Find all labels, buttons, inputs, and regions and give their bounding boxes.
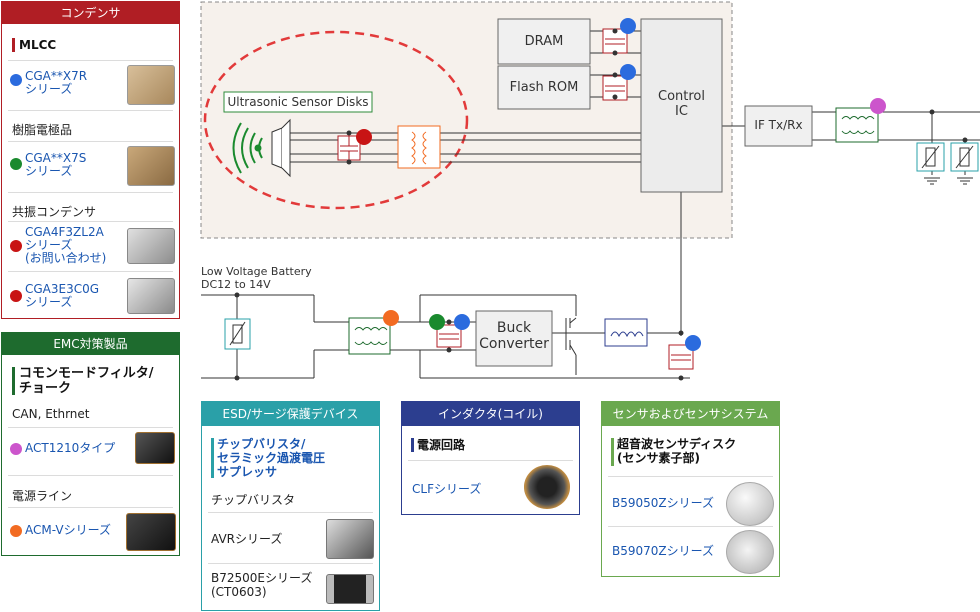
junction-dots: [234, 28, 968, 381]
acm-v-image: [126, 513, 176, 551]
dram-box: [497, 18, 591, 65]
varistor-symbol-bus-1: [916, 142, 945, 172]
sensor-heading-bar: [611, 438, 614, 466]
resonant-cap-heading: 共振コンデンサ: [12, 205, 97, 219]
marker-green-power: [429, 314, 445, 330]
b59070z-link[interactable]: B59070Zシリーズ: [612, 544, 715, 558]
capacitor-panel: コンデンサ MLCC CGA**X7R シリーズ 樹脂電極品 CGA**X7S …: [1, 1, 180, 319]
inductor-symbol: [604, 318, 648, 347]
c0g-chip-image-1: [127, 228, 175, 264]
marker-red-sensor: [356, 129, 372, 145]
clf-series-link[interactable]: CLFシリーズ: [412, 482, 482, 496]
magenta-dot-icon: [10, 443, 22, 455]
emc-heading-bar: [12, 367, 15, 395]
mlcc-chip-image: [127, 65, 175, 105]
esd-heading-bar: [211, 438, 214, 478]
if-txrx-label: IF Tx/Rx: [754, 118, 803, 132]
cga-x7s-link[interactable]: CGA**X7S シリーズ: [25, 151, 87, 178]
sensor-heading: 超音波センサディスク (センサ素子部): [617, 437, 737, 465]
avr-series-link[interactable]: AVRシリーズ: [211, 532, 283, 546]
flash-rom-label: Flash ROM: [509, 80, 579, 95]
buck-converter-box: [475, 310, 553, 367]
resin-electrode-heading: 樹脂電極品: [12, 123, 73, 137]
esd-panel: ESD/サージ保護デバイス チップバリスタ/ セラミック過渡電圧 サプレッサ チ…: [201, 401, 380, 611]
sensor-disks-label: Ultrasonic Sensor Disks: [227, 95, 369, 109]
c0g-chip-image-2: [127, 278, 175, 314]
emc-panel-title: EMC対策製品: [2, 333, 179, 355]
red-dot-icon: [10, 240, 22, 252]
esd-panel-title: ESD/サージ保護デバイス: [202, 402, 379, 426]
dram-label: DRAM: [524, 34, 564, 49]
emc-panel: EMC対策製品 コモンモードフィルタ/ チョーク CAN, Ethrnet AC…: [1, 332, 180, 556]
blue-dot-icon: [10, 74, 22, 86]
sensor-panel: センサおよびセンサシステム 超音波センサディスク (センサ素子部) B59050…: [601, 401, 780, 577]
marker-blue-flash: [620, 64, 636, 80]
sensor-panel-title: センサおよびセンサシステム: [602, 402, 779, 426]
b59050z-link[interactable]: B59050Zシリーズ: [612, 496, 715, 510]
varistor-symbol-bus-2: [950, 142, 979, 172]
battery-label: Low Voltage Battery DC12 to 14V: [201, 265, 312, 291]
marker-magenta-if: [870, 98, 886, 114]
cga3e3c0g-link[interactable]: CGA3E3C0G シリーズ: [25, 282, 100, 309]
b59070z-image: [726, 530, 774, 574]
varistor-symbol-battery: [224, 318, 251, 350]
ground-symbols: [924, 177, 973, 185]
buck-switch-symbol: [565, 317, 577, 356]
green-dot-icon: [10, 158, 22, 170]
control-ic-box: [640, 18, 723, 193]
acm-v-link[interactable]: ACM-Vシリーズ: [25, 523, 111, 537]
b72500e-link[interactable]: B72500Eシリーズ (CT0603): [211, 571, 313, 599]
emc-heading: コモンモードフィルタ/ チョーク: [19, 366, 154, 396]
chip-varistor-label: チップバリスタ: [211, 493, 296, 507]
marker-blue-power-right: [685, 335, 701, 351]
clf-image: [524, 465, 570, 509]
inductor-panel: インダクタ(コイル) 電源回路 CLFシリーズ: [401, 401, 580, 515]
common-mode-choke-if: [835, 107, 879, 143]
inductor-heading: 電源回路: [417, 438, 466, 452]
resin-chip-image: [127, 146, 175, 186]
act1210-link[interactable]: ACT1210タイプ: [25, 441, 116, 455]
inductor-panel-title: インダクタ(コイル): [402, 402, 579, 426]
transformer-symbol: [397, 125, 441, 169]
capacitor-panel-title: コンデンサ: [2, 2, 179, 24]
b59050z-image: [726, 482, 774, 526]
inductor-heading-bar: [411, 438, 414, 452]
sensor-emitter-dot: [254, 144, 262, 152]
flash-rom-box: [497, 65, 591, 110]
control-ic-label: Control IC: [658, 89, 705, 119]
marker-blue-power-left: [454, 314, 470, 330]
avr-image: [326, 519, 374, 559]
orange-dot-icon: [10, 525, 22, 537]
red-dot-icon: [10, 290, 22, 302]
power-line-label: 電源ライン: [12, 489, 73, 503]
sensor-disks-label-box: [223, 91, 373, 113]
common-mode-choke-power: [348, 317, 391, 355]
capacitor-symbol-sensor: [337, 135, 361, 161]
mlcc-heading-bar: [12, 38, 15, 52]
esd-heading: チップバリスタ/ セラミック過渡電圧 サプレッサ: [217, 437, 326, 479]
mlcc-heading: MLCC: [19, 38, 57, 52]
act1210-image: [135, 432, 175, 464]
can-ethernet-label: CAN, Ethrnet: [12, 407, 90, 421]
marker-blue-dram: [620, 18, 636, 34]
cga-x7r-link[interactable]: CGA**X7R シリーズ: [25, 69, 88, 96]
marker-orange-power: [383, 310, 399, 326]
sensor-highlight-ellipse: [203, 30, 469, 210]
cga4f3zl2a-link[interactable]: CGA4F3ZL2A シリーズ (お問い合わせ): [25, 225, 107, 265]
buck-converter-label: Buck Converter: [479, 320, 549, 352]
if-txrx-box: [744, 105, 813, 147]
b72500e-image: [326, 574, 374, 604]
capacitor-symbol-power-left: [436, 324, 462, 348]
